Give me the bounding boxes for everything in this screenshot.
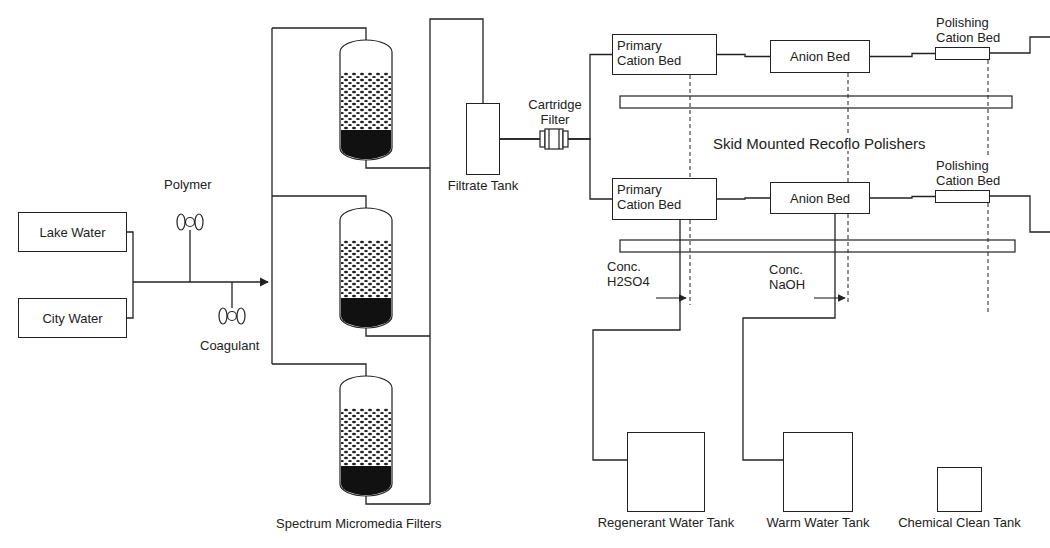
pipe-connector	[717, 55, 770, 57]
pipe-connector	[717, 198, 770, 199]
product-pipe	[990, 37, 1050, 232]
equipment-label: Spectrum Micromedia Filters	[275, 516, 442, 531]
chemical-label: Polymer	[163, 177, 213, 192]
vessel-shell	[340, 376, 392, 496]
box-label: City Water	[38, 308, 106, 329]
support-gravel	[341, 298, 391, 327]
filter-media	[341, 240, 391, 298]
skid-rail	[620, 96, 1015, 252]
box-label: Primary Cation Bed	[613, 179, 697, 215]
ion-exchange-bed: Primary Cation Bed	[612, 178, 717, 220]
vessel-shell	[340, 208, 392, 328]
node-caption: Filtrate Tank	[448, 178, 519, 193]
box-label: Primary Cation Bed	[613, 35, 697, 71]
ion-exchange-bed: Primary Cation Bed	[612, 34, 717, 75]
pipe-connector	[500, 55, 612, 140]
node-caption: Polishing Cation Bed	[936, 158, 1008, 188]
chemical-label: Conc. H2SO4	[606, 259, 656, 289]
skid-label: Skid Mounted Recoflo Polishers	[712, 136, 927, 151]
pipe-connector	[870, 197, 935, 199]
tank-box: Chemical Clean Tank	[937, 467, 982, 512]
pipe-network	[127, 19, 1050, 504]
support-gravel	[341, 466, 391, 495]
ion-exchange-bed: Anion Bed	[770, 40, 870, 73]
filter-vessel	[340, 40, 392, 496]
pipe-connector	[743, 214, 835, 460]
chemical-label: Conc. NaOH	[768, 262, 815, 292]
pipe-connector	[870, 54, 935, 57]
node-caption: Chemical Clean Tank	[898, 515, 1021, 530]
filter-media	[341, 72, 391, 130]
box-label: Anion Bed	[786, 46, 854, 67]
tank-box: Warm Water Tank	[783, 432, 853, 512]
chemical-label: Coagulant	[199, 338, 260, 353]
supply-pipe	[127, 232, 133, 318]
collector-pipe	[430, 19, 483, 504]
equipment-label: Cartridge Filter	[524, 97, 586, 127]
source-box: City Water	[18, 298, 127, 338]
ion-exchange-bed: Anion Bed	[770, 182, 870, 214]
chemical-feed-arrow	[656, 297, 845, 298]
ion-exchange-bed: Polishing Cation Bed	[935, 47, 990, 60]
box-label: Lake Water	[36, 222, 110, 243]
box-label: Anion Bed	[786, 188, 854, 209]
support-gravel	[341, 130, 391, 159]
vessel-shell	[340, 40, 392, 160]
dosing-line	[190, 230, 232, 308]
tank-box: Filtrate Tank	[466, 103, 500, 175]
node-caption: Polishing Cation Bed	[936, 15, 1008, 45]
node-caption: Warm Water Tank	[767, 515, 870, 530]
node-caption: Regenerant Water Tank	[598, 515, 735, 530]
filter-media	[341, 408, 391, 466]
dosing-pump	[177, 214, 245, 324]
pipe-connector	[593, 220, 680, 460]
source-box: Lake Water	[18, 212, 127, 252]
tank-box: Regenerant Water Tank	[627, 432, 705, 512]
ion-exchange-bed: Polishing Cation Bed	[935, 190, 990, 203]
feed-pipe	[133, 281, 268, 282]
